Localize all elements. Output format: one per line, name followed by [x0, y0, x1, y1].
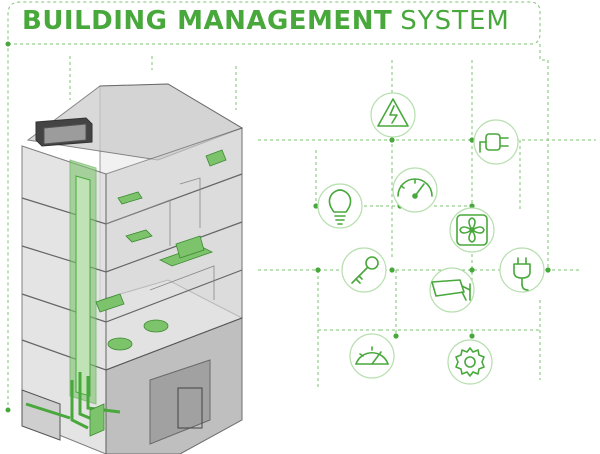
network-dots: [313, 137, 551, 339]
node-dot: [5, 41, 11, 47]
high-voltage-icon: [370, 92, 416, 138]
icon-network: [258, 60, 596, 390]
electric-plug-icon: [499, 247, 545, 293]
title-bold: BUILDING MANAGEMENT: [22, 6, 393, 36]
security-camera-icon: [429, 267, 475, 313]
title-light: SYSTEM: [400, 6, 510, 36]
key-icon: [341, 247, 387, 293]
power-plug-icon: [473, 119, 519, 165]
building: [21, 83, 244, 454]
node-dot: [5, 407, 11, 413]
speedometer-icon: [349, 333, 395, 379]
light-bulb-icon: [317, 183, 363, 229]
pressure-gauge-icon: [392, 167, 438, 213]
fan-icon: [449, 207, 495, 253]
gear-icon: [447, 339, 493, 385]
